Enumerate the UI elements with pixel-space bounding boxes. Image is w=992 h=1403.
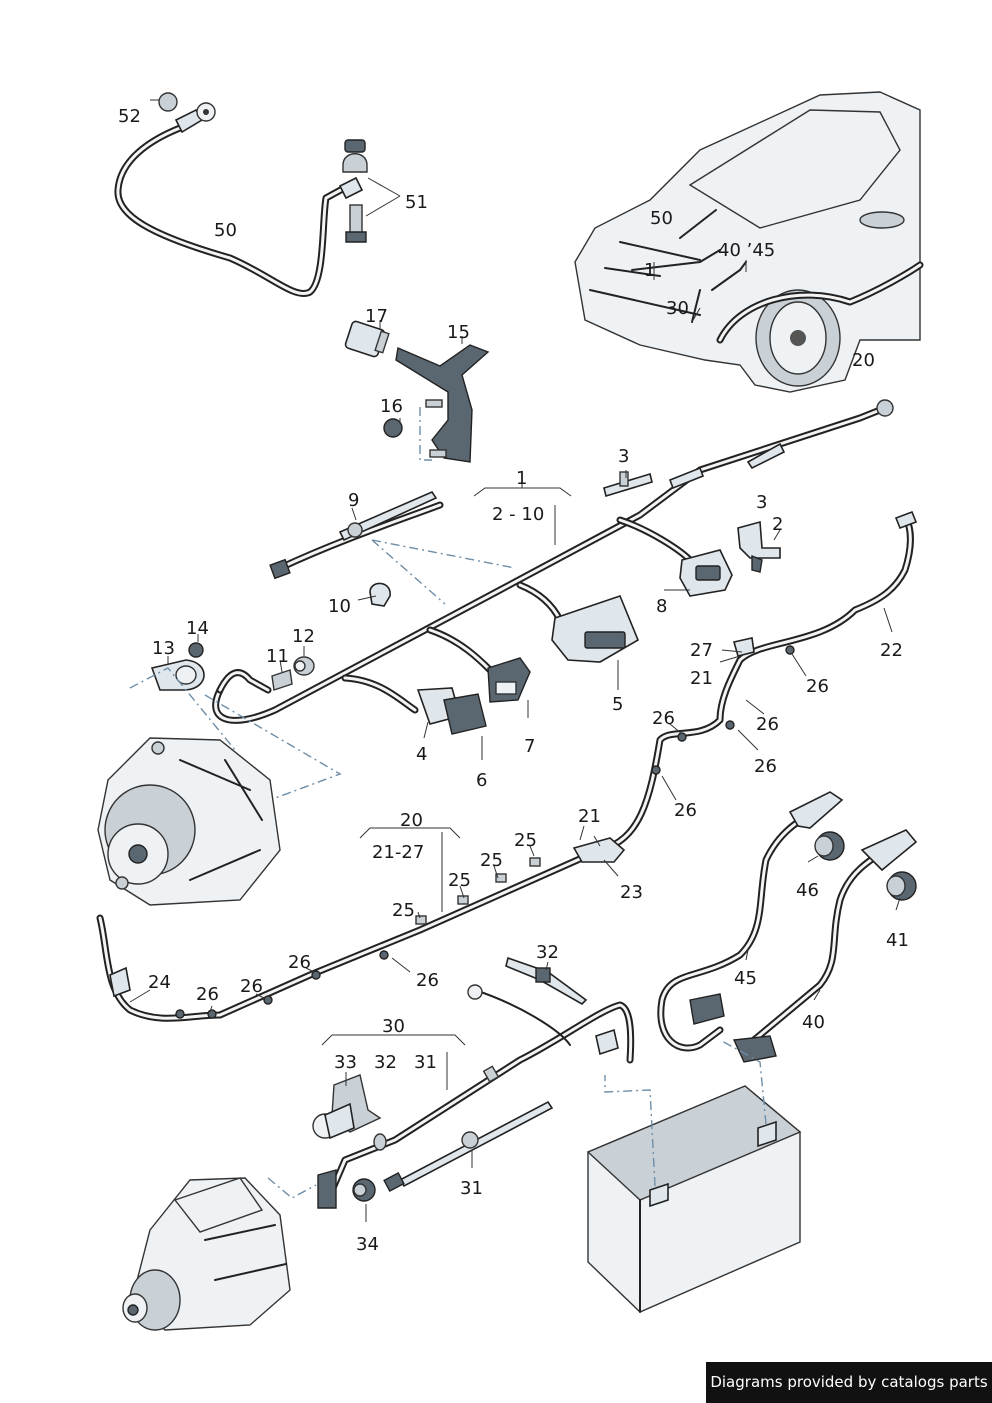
callout-25d: 25 <box>392 900 415 921</box>
callout-34: 34 <box>356 1234 379 1255</box>
nut-bolt-51[interactable] <box>342 139 401 243</box>
callout-car-30: 30 <box>666 298 689 319</box>
callout-24: 24 <box>148 972 171 993</box>
callout-40: 40 <box>802 1012 825 1033</box>
callout-26d: 26 <box>754 756 777 777</box>
callout-46: 46 <box>796 880 819 901</box>
callout-4: 4 <box>416 744 427 765</box>
callout-14: 14 <box>186 618 209 639</box>
callout-25c: 25 <box>448 870 471 891</box>
callout-52: 52 <box>118 106 141 127</box>
nut-11-12[interactable] <box>271 656 315 691</box>
alternator <box>97 737 281 906</box>
callout-5: 5 <box>612 694 623 715</box>
nut-34[interactable] <box>352 1178 376 1202</box>
holder-2[interactable] <box>737 520 781 573</box>
callout-car-40-45: 40 ’45 <box>718 240 775 261</box>
callout-22: 22 <box>880 640 903 661</box>
callout-21a: 21 <box>690 668 713 689</box>
callout-31b: 31 <box>460 1178 483 1199</box>
terminal-46[interactable] <box>814 831 845 861</box>
callout-2: 2 <box>772 514 783 535</box>
vehicle-overview <box>574 91 924 393</box>
callout-20: 20 <box>400 810 423 831</box>
starter-motor <box>122 1177 317 1331</box>
callout-16: 16 <box>380 396 403 417</box>
callout-26b: 26 <box>652 708 675 729</box>
callout-51: 51 <box>405 192 428 213</box>
cable-40[interactable] <box>732 829 918 1063</box>
group-brackets <box>129 320 901 1222</box>
callout-21-27: 21-27 <box>372 842 424 863</box>
callout-41: 41 <box>886 930 909 951</box>
callout-26f: 26 <box>288 952 311 973</box>
callout-45: 45 <box>734 968 757 989</box>
callout-13: 13 <box>152 638 175 659</box>
callout-17: 17 <box>365 306 388 327</box>
assembly-line-harness <box>371 539 516 605</box>
callout-labels: 52 51 50 17 15 16 50 1 40 ’45 30 20 3 3 … <box>118 106 909 1255</box>
callout-26h: 26 <box>240 976 263 997</box>
callout-31a: 31 <box>414 1052 437 1073</box>
callout-car-1: 1 <box>644 260 655 281</box>
terminal-41[interactable] <box>886 871 917 901</box>
callout-9: 9 <box>348 490 359 511</box>
callout-15: 15 <box>447 322 470 343</box>
callout-7: 7 <box>524 736 535 757</box>
callout-26e: 26 <box>674 800 697 821</box>
callout-12: 12 <box>292 626 315 647</box>
bracket-3[interactable] <box>603 442 786 498</box>
connector-7[interactable] <box>487 657 531 703</box>
callout-26i: 26 <box>196 984 219 1005</box>
callout-26a: 26 <box>806 676 829 697</box>
starter-harness-30[interactable] <box>317 984 635 1209</box>
clip-10[interactable] <box>369 582 391 607</box>
callout-32b: 32 <box>374 1052 397 1073</box>
callout-50: 50 <box>214 220 237 241</box>
callout-21b: 21 <box>578 806 601 827</box>
battery-cable-50[interactable] <box>114 92 364 297</box>
callout-1: 1 <box>516 468 527 489</box>
callout-6: 6 <box>476 770 487 791</box>
callout-26g: 26 <box>416 970 439 991</box>
footer-attribution: Diagrams provided by catalogs parts <box>706 1362 992 1403</box>
callout-26c: 26 <box>756 714 779 735</box>
assembly-line-alternator <box>129 667 342 801</box>
engine-harness-1[interactable] <box>212 399 894 724</box>
callout-32a: 32 <box>536 942 559 963</box>
callout-25a: 25 <box>514 830 537 851</box>
callout-car-20: 20 <box>852 350 875 371</box>
callout-30: 30 <box>382 1016 405 1037</box>
sensor-4-6[interactable] <box>416 687 487 735</box>
callout-23: 23 <box>620 882 643 903</box>
callout-3a: 3 <box>618 446 629 467</box>
ground-wire-31[interactable] <box>383 1100 554 1193</box>
cable-tie-9[interactable] <box>338 490 438 542</box>
cable-45[interactable] <box>657 791 844 1052</box>
callout-25b: 25 <box>480 850 503 871</box>
bracket-15[interactable] <box>344 320 490 463</box>
cable-tie-32[interactable] <box>505 956 588 1005</box>
bracket-33[interactable] <box>312 1074 382 1140</box>
clamp-13-14[interactable] <box>150 642 205 691</box>
connector-8[interactable] <box>679 549 733 597</box>
callout-33: 33 <box>334 1052 357 1073</box>
callout-27: 27 <box>690 640 713 661</box>
callout-8: 8 <box>656 596 667 617</box>
callout-2-10: 2 - 10 <box>492 504 544 525</box>
battery <box>586 1039 802 1313</box>
callout-car-50: 50 <box>650 208 673 229</box>
connector-5[interactable] <box>551 595 640 663</box>
callout-10: 10 <box>328 596 351 617</box>
callout-11: 11 <box>266 646 289 667</box>
callout-3b: 3 <box>756 492 767 513</box>
